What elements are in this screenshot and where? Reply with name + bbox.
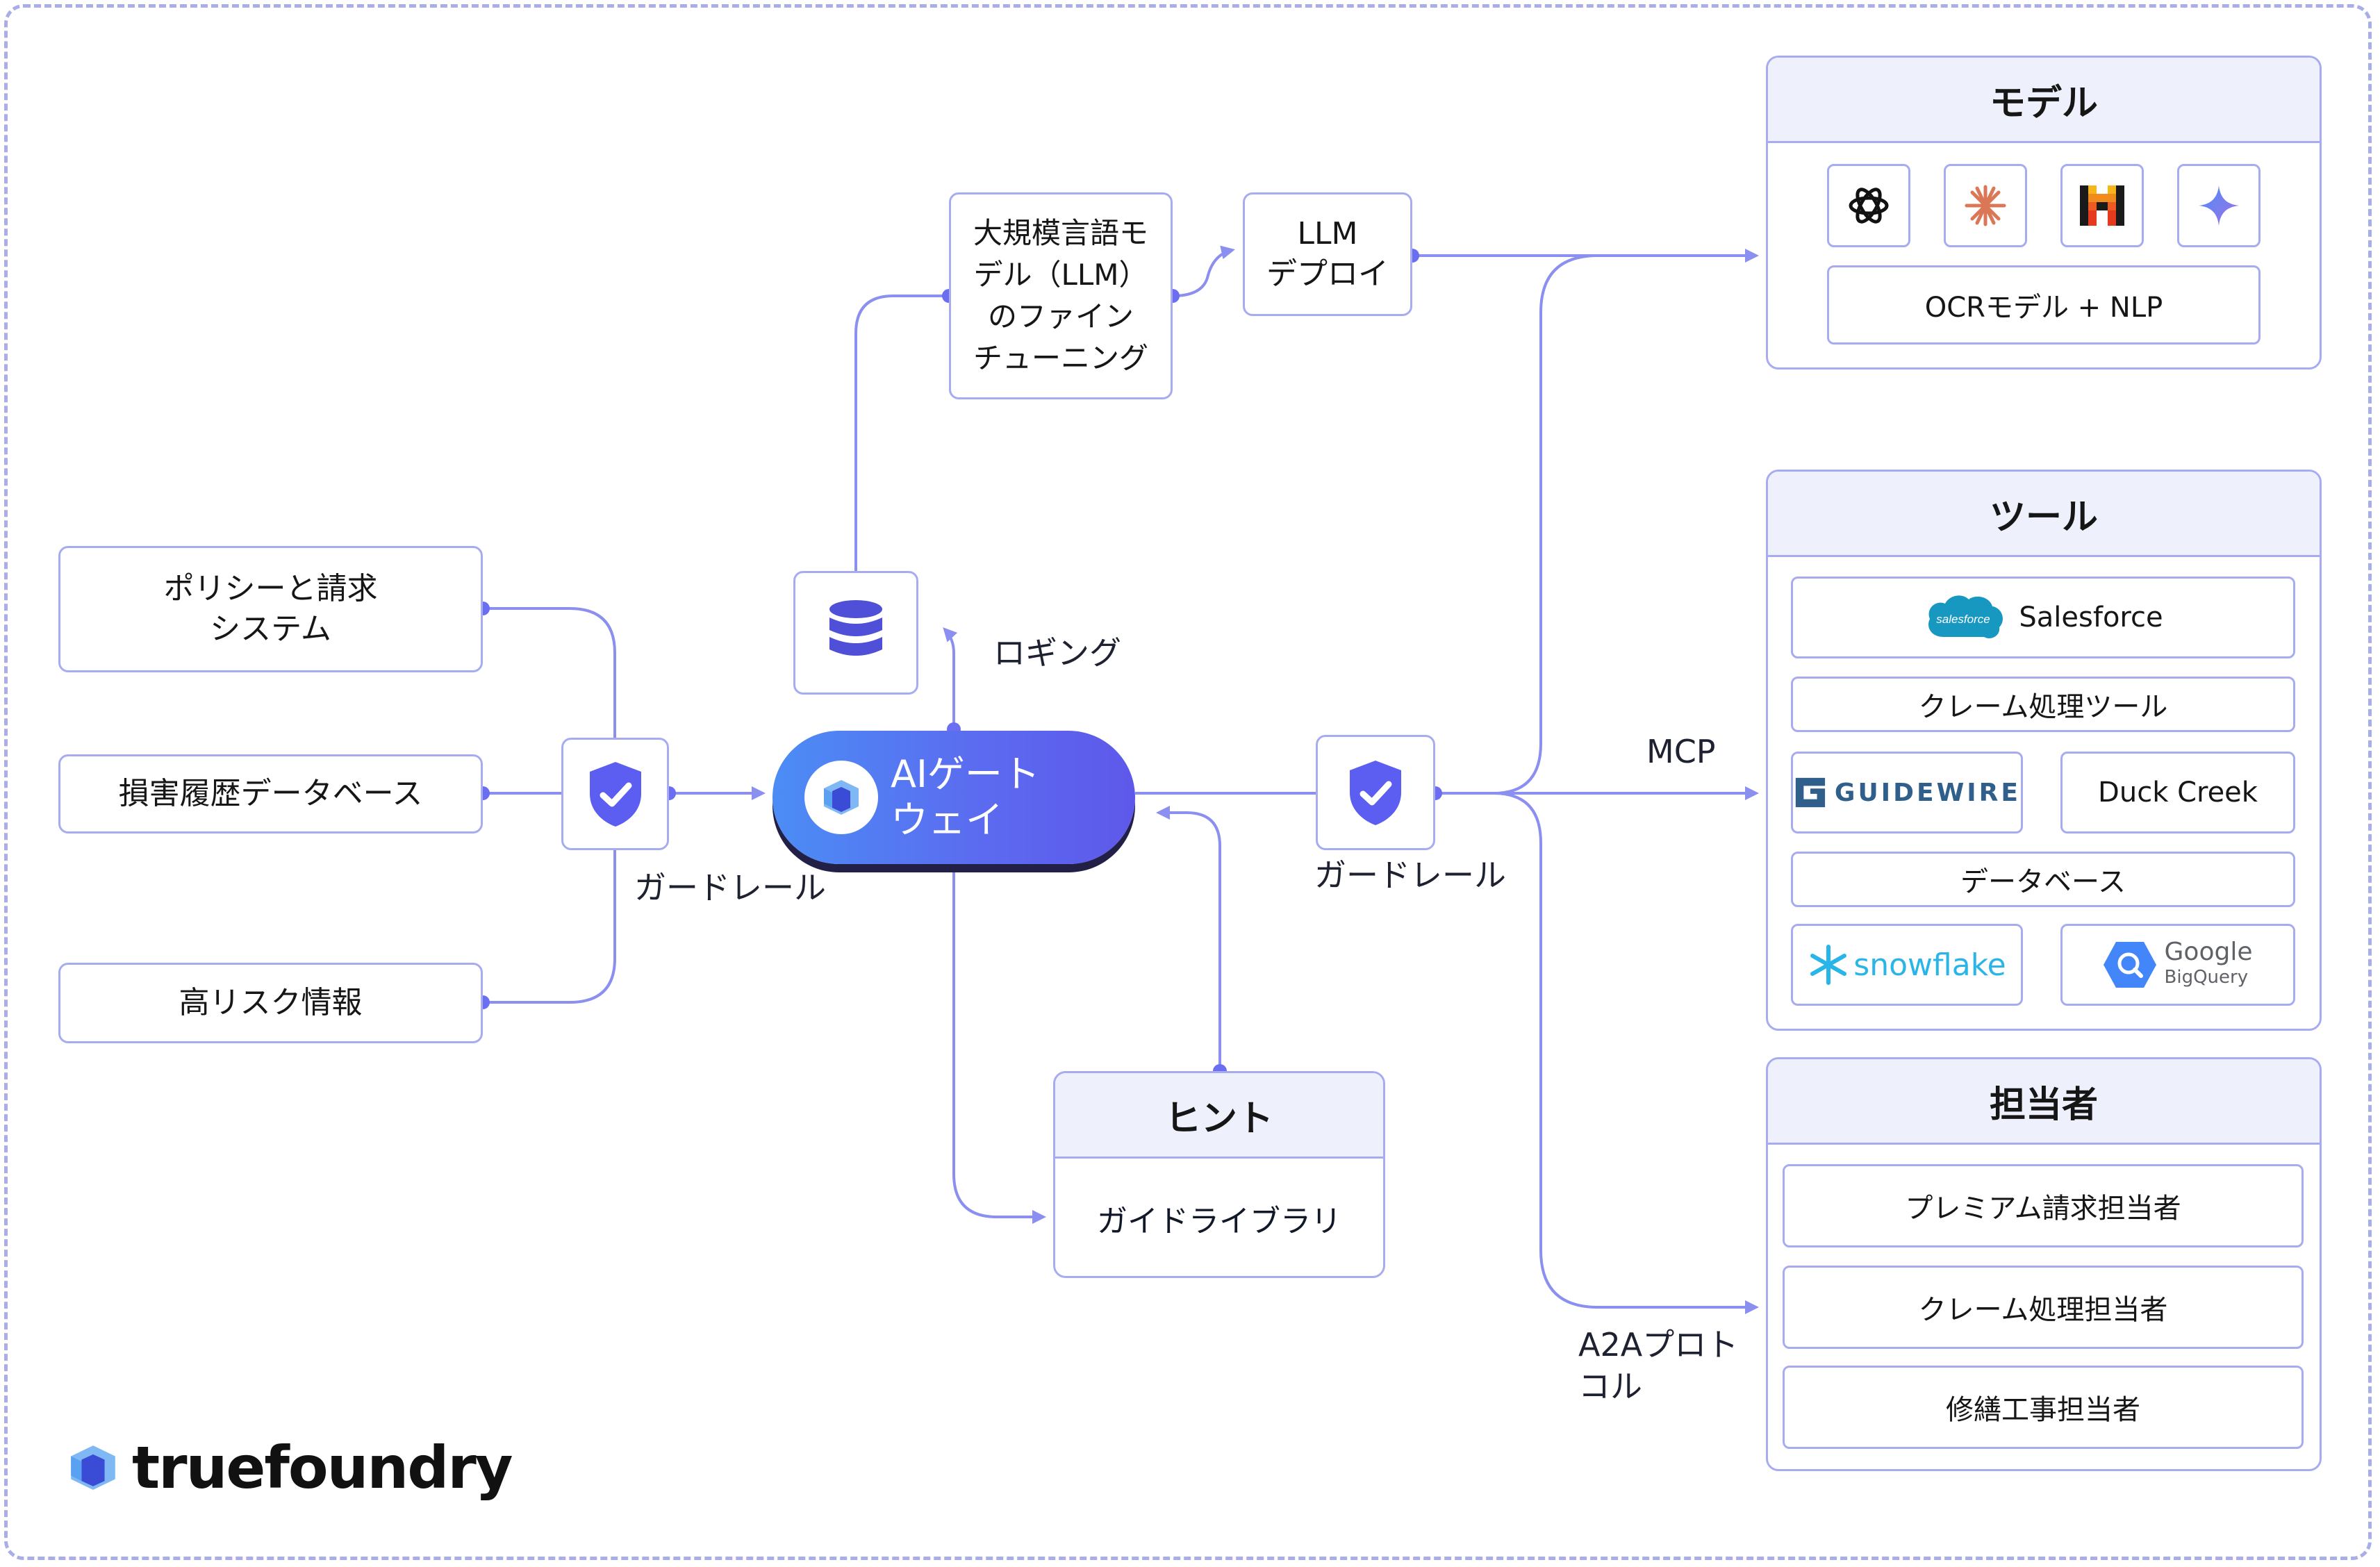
hints-title: ヒント <box>1055 1073 1383 1159</box>
database-tool: データベース <box>1791 852 2295 907</box>
input-high-risk-info: 高リスク情報 <box>58 963 483 1043</box>
ocr-nlp-model: OCRモデル + NLP <box>1827 265 2261 345</box>
bigquery-label: BigQuery <box>2164 967 2249 988</box>
guidewire-tool: GUIDEWIRE <box>1791 752 2023 834</box>
guardrail-left-label: ガードレール <box>634 869 826 906</box>
input-policy-billing: ポリシーと請求 システム <box>58 546 483 672</box>
guidewire-icon <box>1795 777 1826 808</box>
guidewire-label: GUIDEWIRE <box>1834 778 2021 807</box>
openai-icon <box>1827 164 1910 247</box>
svg-text:salesforce: salesforce <box>1937 613 1990 626</box>
salesforce-cloud-icon: salesforce <box>1928 595 2003 639</box>
truefoundry-logo-icon <box>71 1445 115 1490</box>
shield-check-icon <box>1350 761 1401 825</box>
shield-check-icon <box>589 762 641 827</box>
input-loss-history-db: 損害履歴データベース <box>58 754 483 834</box>
mcp-label: MCP <box>1646 733 1716 770</box>
agents-title: 担当者 <box>1768 1059 2320 1145</box>
gateway-label: AIゲート ウェイ <box>891 752 1040 842</box>
snowflake-label: snowflake <box>1853 947 2006 983</box>
hints-panel: ヒント ガイドライブラリ <box>1053 1071 1385 1278</box>
mistral-icon <box>2060 164 2144 247</box>
llm-deploy-box: LLM デプロイ <box>1243 192 1412 316</box>
duck-creek-tool: Duck Creek <box>2060 752 2295 834</box>
logging-label: ロギング <box>993 634 1121 672</box>
salesforce-tool: salesforce Salesforce <box>1791 577 2295 658</box>
google-bigquery-tool: Google BigQuery <box>2060 924 2295 1006</box>
snowflake-tool: snowflake <box>1791 924 2023 1006</box>
salesforce-label: Salesforce <box>2019 602 2163 633</box>
claims-processing-tool: クレーム処理ツール <box>1791 677 2295 732</box>
bigquery-icon <box>2103 942 2156 988</box>
database-icon <box>829 600 882 656</box>
brand-logo: truefoundry <box>64 1434 513 1502</box>
ai-gateway: AIゲート ウェイ <box>772 731 1135 864</box>
guardrail-right <box>1316 735 1435 850</box>
dashed-frame <box>4 4 2372 1560</box>
agent-premium-billing: プレミアム請求担当者 <box>1783 1164 2304 1247</box>
google-label: Google <box>2164 938 2253 966</box>
tools-title: ツール <box>1768 472 2320 557</box>
guardrail-left <box>561 738 669 850</box>
agent-repair-work: 修繕工事担当者 <box>1783 1366 2304 1449</box>
snowflake-icon <box>1810 945 1847 985</box>
gemini-icon <box>2177 164 2261 247</box>
anthropic-icon <box>1944 164 2027 247</box>
logging-database <box>793 571 918 695</box>
brand-name: truefoundry <box>132 1434 513 1502</box>
agent-claims-processing: クレーム処理担当者 <box>1783 1266 2304 1349</box>
llm-finetune-box: 大規模言語モ デル（LLM） のファイン チューニング <box>949 192 1173 399</box>
a2a-protocol-label: A2Aプロト コル <box>1578 1326 1739 1405</box>
guardrail-right-label: ガードレール <box>1314 856 1506 894</box>
models-title: モデル <box>1768 58 2320 143</box>
truefoundry-logo-icon <box>804 761 878 834</box>
hints-item: ガイドライブラリ <box>1097 1204 1341 1239</box>
